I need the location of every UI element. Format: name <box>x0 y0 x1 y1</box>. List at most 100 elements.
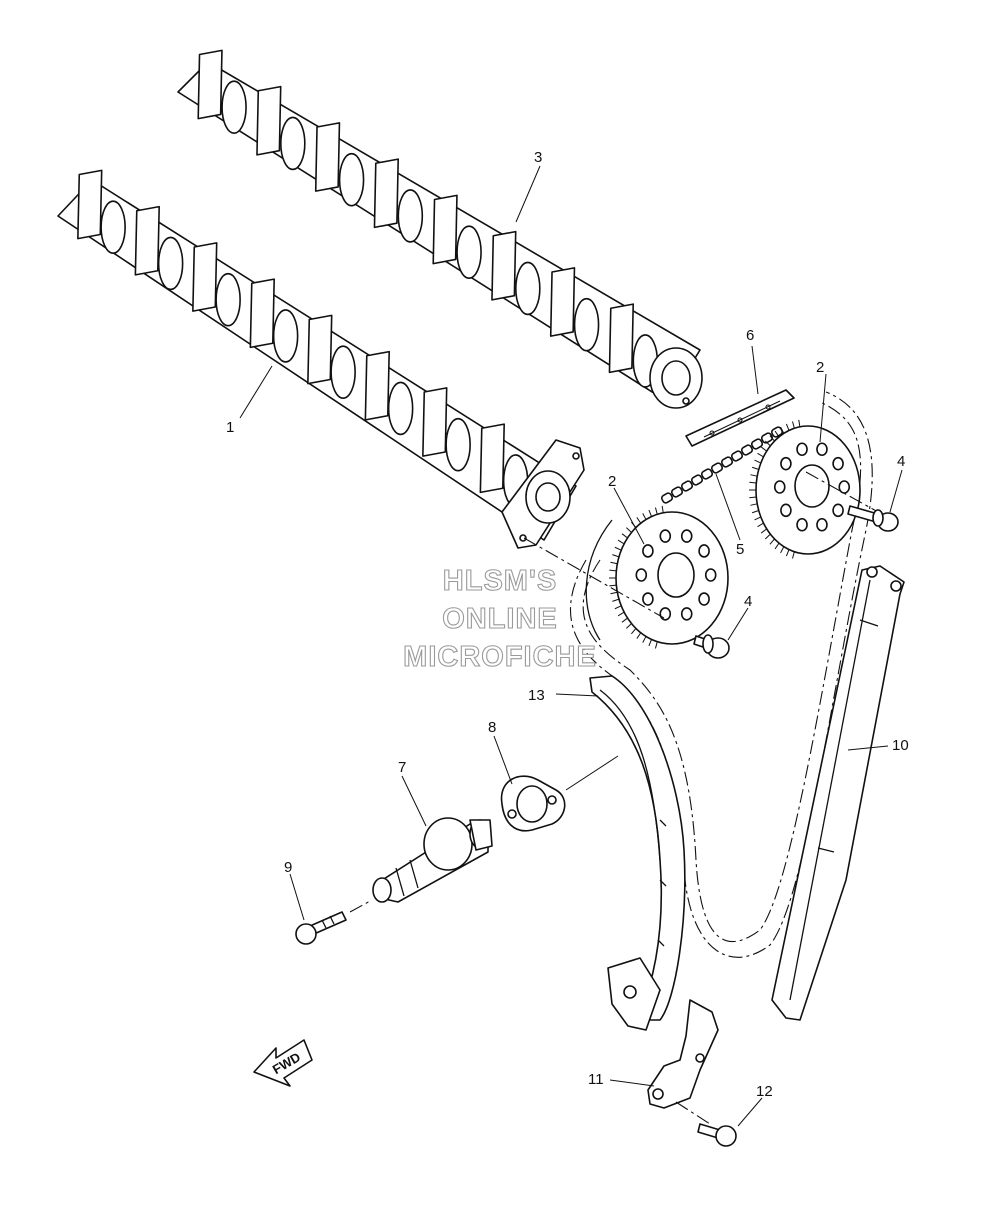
chain-guide-fixed[interactable] <box>771 565 905 1021</box>
cam-journal <box>221 80 247 134</box>
chain-link <box>710 462 724 474</box>
chain-link <box>660 492 674 504</box>
callout-8: 8 <box>488 719 496 736</box>
sprocket-tooth <box>754 516 762 521</box>
sprocket-tooth <box>648 639 652 647</box>
sprocket-tooth <box>750 503 758 506</box>
watermark-line-3: MICROFICHE <box>403 640 597 673</box>
sprocket-tooth <box>774 430 780 438</box>
callout-12: 12 <box>756 1083 773 1100</box>
sprocket-tooth <box>614 546 622 551</box>
callout-13: 13 <box>528 687 545 704</box>
cam-journal <box>397 189 424 243</box>
sprocket-tooth <box>780 546 785 554</box>
cam-chain[interactable] <box>569 391 873 958</box>
chain-link <box>740 444 754 456</box>
sprocket-tooth <box>636 632 642 639</box>
bolt-bracket[interactable] <box>697 1123 737 1147</box>
chain-link <box>700 468 714 480</box>
sprocket-hole <box>832 503 844 518</box>
sprocket-tooth <box>612 554 620 558</box>
sprocket-tooth <box>614 605 622 610</box>
cam-journal <box>272 309 299 363</box>
cam-lobe <box>491 230 517 301</box>
sprocket-tooth <box>751 510 759 514</box>
sprocket-hole <box>642 544 654 558</box>
cam-lobe <box>364 350 390 421</box>
sprocket-tooth <box>610 561 618 565</box>
sprocket-tooth <box>792 421 795 429</box>
sprocket-hole <box>698 592 710 606</box>
callout-2-upper: 2 <box>816 359 824 376</box>
cam-lobe <box>479 423 505 494</box>
cam-lobe <box>197 49 223 120</box>
callout-9: 9 <box>284 859 292 876</box>
sprocket-hole <box>816 442 828 457</box>
chain-link <box>670 486 684 498</box>
sprocket-hole <box>635 568 648 582</box>
cam-journal <box>215 272 241 327</box>
alignment-line-intake <box>523 537 665 619</box>
sprocket-tooth <box>760 528 767 534</box>
chain-link <box>690 474 704 486</box>
cam-sprocket-intake[interactable] <box>609 505 729 649</box>
sprocket-hole <box>680 529 693 543</box>
sprocket-hole <box>838 480 851 494</box>
sprocket-tooth <box>780 426 785 434</box>
chain-link <box>760 432 774 444</box>
sprocket-tooth <box>609 584 617 587</box>
cam-chain-tensioner[interactable] <box>372 817 493 903</box>
sprocket-tooth <box>642 513 647 520</box>
cam-lobe <box>422 387 448 457</box>
callout-10: 10 <box>892 737 909 754</box>
chain-tensioner-guide[interactable] <box>589 675 686 1031</box>
chain-link <box>720 456 734 468</box>
callout-4-upper: 4 <box>897 453 905 470</box>
cam-journal <box>280 116 306 171</box>
sprocket-tooth <box>749 481 757 484</box>
sprocket-tooth <box>621 533 628 539</box>
sprocket-hole <box>659 607 672 621</box>
cam-journal <box>445 417 471 472</box>
bolt-sprocket-lower[interactable] <box>693 634 730 659</box>
cam-lobe <box>134 205 160 276</box>
cam-lobe <box>549 267 576 337</box>
tensioner-bolt[interactable] <box>295 911 347 945</box>
sprocket-tooth <box>626 527 632 533</box>
cam-journal <box>515 261 541 316</box>
chain-guide-top[interactable] <box>685 389 795 447</box>
sprocket-tooth <box>774 542 780 550</box>
cam-journal <box>330 345 356 399</box>
cam-lobe <box>373 158 400 229</box>
alignment-line-exhaust <box>805 471 879 513</box>
sprocket-tooth <box>749 496 757 499</box>
sprocket-tooth <box>617 539 625 545</box>
cam-lobe <box>608 303 635 374</box>
cam-lobe <box>256 85 282 156</box>
assembly-line-bracket <box>675 1101 711 1125</box>
sprocket-tooth <box>769 435 775 442</box>
cam-lobe <box>249 278 275 349</box>
cam-journal <box>456 225 482 279</box>
cam-journal <box>387 381 414 436</box>
cam-lobe <box>314 122 341 192</box>
sprocket-tooth <box>636 517 642 524</box>
sprocket-hole <box>642 592 654 606</box>
sprocket-tooth <box>785 549 790 557</box>
sprocket-tooth <box>612 598 620 602</box>
camshaft-intake[interactable] <box>57 169 585 549</box>
sprocket-tooth <box>642 636 647 643</box>
tensioner-gasket[interactable] <box>500 775 566 832</box>
camshaft-exhaust[interactable] <box>177 49 703 409</box>
callout-5: 5 <box>736 541 744 558</box>
sprocket-tooth <box>621 617 628 623</box>
guide-stopper-bracket[interactable] <box>647 999 719 1109</box>
sprocket-hole <box>780 503 792 518</box>
callout-7: 7 <box>398 759 406 776</box>
bolt-sprocket-upper[interactable] <box>847 505 899 532</box>
cam-sprocket-exhaust[interactable] <box>749 419 861 559</box>
sprocket-tooth <box>626 623 632 629</box>
callout-4-lower: 4 <box>744 593 752 610</box>
cam-lobe <box>432 194 458 265</box>
